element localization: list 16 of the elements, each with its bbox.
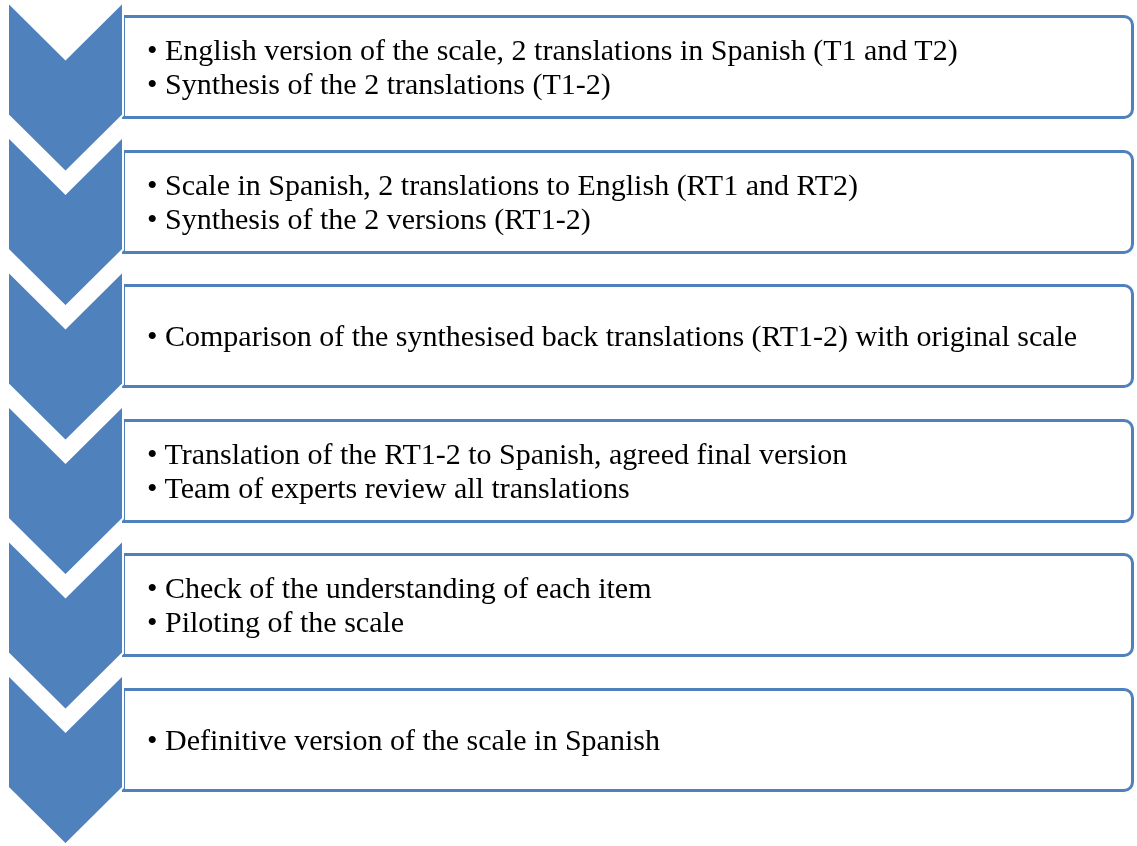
step-box — [122, 553, 1134, 657]
step-box — [122, 15, 1134, 119]
step-box — [122, 687, 1134, 792]
bullet-item: • Translation of the RT1-2 to Spanish, agreed final version — [147, 436, 849, 471]
bullet-item: • Scale in Spanish, 2 translations to English (RT1 and RT2) — [147, 167, 859, 202]
step-box — [122, 418, 1134, 523]
bullet-item: • Synthesis of the 2 versions (RT1-2) — [147, 201, 592, 236]
bullet-item: • Comparison of the synthesised back translations (RT1-2) with original scale — [147, 319, 1079, 353]
step-box — [122, 149, 1134, 254]
bullet-item: • Check of the understanding of each item — [147, 571, 653, 605]
bullet-item: • Synthesis of the 2 translations (T1-2) — [147, 67, 612, 101]
bullet-item: • Definitive version of the scale in Spanish — [147, 722, 661, 757]
bullet-item: • English version of the scale, 2 translations in Spanish (T1 and T2) — [147, 33, 959, 67]
bullet-item: • Piloting of the scale — [147, 605, 406, 639]
step-box — [122, 284, 1134, 388]
bullet-item: • Team of experts review all translations — [147, 470, 631, 505]
